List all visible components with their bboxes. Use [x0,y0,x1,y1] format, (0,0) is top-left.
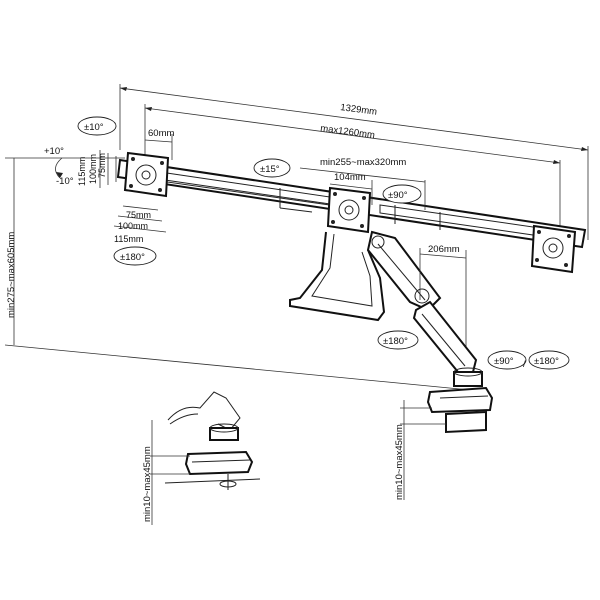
vesa-h1-label: 75mm [126,210,151,220]
center-vesa-plate [326,186,372,234]
clamp-desk-label: min10~max45mm [142,446,153,522]
arm-center-dimension [329,180,373,205]
tilt-angle-badge [77,116,117,136]
vesa-v1-label: 75mm [97,153,107,178]
max-width-label: max1260mm [320,123,376,141]
pole-offset-label: 206mm [428,244,460,255]
crossbar-swivel-badge [253,158,291,178]
right-vesa-plate [530,224,577,274]
base-rotate-badge [528,350,570,370]
base-rotate-label: ±180° [534,356,559,367]
overall-width-dimension [119,84,589,240]
vesa-v3-label: 115mm [77,157,87,186]
tilt-down-label: -10° [56,176,74,187]
base-swivel-label: ±90° [494,356,514,367]
elbow-rotate-badge [377,330,419,350]
vesa-offset-label: 60mm [148,128,174,139]
pole-offset-dimension [419,248,467,360]
base-swivel-badge [487,350,527,370]
rotate-screen-badge [113,246,157,266]
arm-length-dimension [299,167,426,210]
arm-length-label: min255~max320mm [320,157,406,168]
vesa-horizontal-dimensions [113,205,167,233]
rotate-screen-label: ±180° [120,252,145,263]
arm-center-label: 104mm [334,172,366,183]
left-vesa-plate [123,151,170,198]
tilt-angle-label: ±10° [84,122,104,133]
max-width-dimension [144,104,561,232]
vesa-offset-dimension [144,134,173,160]
angle-separator: / [523,359,526,370]
base-clamp [426,367,494,434]
tilt-arc-icon [55,157,63,179]
upper-arm [366,230,442,312]
height-range-label: min275~max605mm [6,232,17,318]
clamp-detail [150,391,261,525]
carry-handle [289,231,386,322]
base-desk-label: min10~max45mm [394,424,405,500]
lower-arm [412,300,478,378]
arm-swivel-badge [382,184,422,204]
arm-swivel-label: ±90° [388,190,408,201]
crossbar-swivel-label: ±15° [260,164,280,175]
base-desk-dimension [400,400,446,500]
height-dimension [4,157,471,391]
vesa-v2-label: 100mm [88,154,98,184]
vesa-h3-label: 115mm [114,234,143,244]
tilt-up-label: +10° [44,146,64,157]
vesa-h2-label: 100mm [118,221,148,231]
elbow-rotate-label: ±180° [383,336,408,347]
overall-width-label: 1329mm [340,102,378,118]
